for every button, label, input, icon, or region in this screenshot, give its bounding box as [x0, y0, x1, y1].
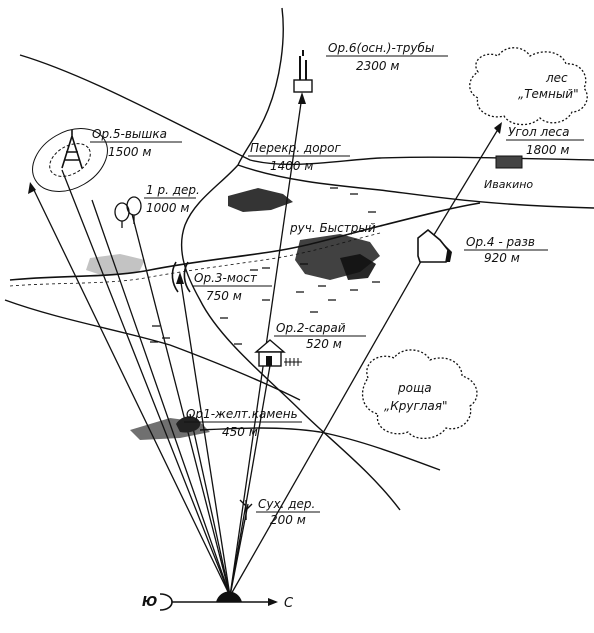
dry-tree-symbol [239, 499, 253, 520]
ray-lm5-b [61, 169, 231, 597]
south-bracket [159, 593, 173, 611]
arrow-lm5 [28, 182, 36, 194]
tree-symbol [114, 196, 142, 228]
compass-north: С [284, 596, 294, 611]
tower-symbol [32, 128, 108, 192]
village-ivakino: Ивакино [484, 155, 533, 191]
lm1-name: Ор1-желт.камень [186, 407, 298, 421]
arrow-lm6 [298, 92, 306, 104]
sighting-rays [31, 95, 501, 597]
forest-label-1: лес [545, 71, 568, 85]
ray-lm3 [179, 275, 231, 597]
stream-label: руч. Быстрый [289, 221, 376, 235]
ruins-shade [440, 240, 452, 262]
ray-lm5 [31, 185, 231, 597]
stream-line [9, 202, 481, 281]
stone-icon [176, 416, 201, 433]
lm6-name: Ор.6(осн.)-трубы [328, 41, 434, 55]
tower-icon [61, 130, 83, 169]
lower-road [199, 427, 441, 471]
lm5-name: Ор.5-вышка [92, 127, 167, 141]
village-label: Ивакино [484, 178, 533, 191]
ridge-line [19, 54, 594, 166]
road-east [237, 164, 594, 209]
barn-door [266, 356, 272, 366]
arrow-lm3 [176, 272, 184, 284]
marsh-dash-marks [150, 187, 380, 345]
barn-symbol [254, 339, 302, 367]
ray-lm2 [229, 353, 273, 597]
ruins-symbol [417, 228, 452, 263]
grove-label-2: „Круглая" [384, 399, 448, 413]
tree-dist: 1000 м [146, 201, 189, 215]
forest-corner-dist: 1800 м [526, 143, 569, 157]
ruins-icon [417, 228, 449, 263]
tower-circle-outer [32, 128, 108, 192]
tower-circle-inner [49, 143, 91, 177]
grove-kruglaya: роща „Круглая" [361, 349, 478, 439]
lm4-name: Ор.4 - разв [466, 235, 535, 249]
ray-tree [91, 199, 231, 597]
lm2-name: Ор.2-сарай [276, 321, 346, 335]
tree-trunks [121, 215, 135, 228]
ray-dry-tree [229, 503, 249, 597]
lm3-name: Ор.3-мост [194, 271, 258, 285]
landmark-labels: Ор.6(осн.)-трубы 2300 м Ор.5-вышка 1500 … [90, 41, 584, 527]
dry-tree-icon [239, 499, 253, 520]
lm2-dist: 520 м [306, 337, 342, 351]
village-symbol [495, 155, 523, 169]
ray-lm4 [229, 241, 433, 597]
marsh-patches [86, 188, 380, 440]
pipes-base [293, 79, 313, 93]
lm1-dist: 450 м [222, 425, 258, 439]
tree-crown-2 [126, 196, 142, 216]
stone-symbol [176, 416, 201, 433]
lm3-dist: 750 м [206, 289, 242, 303]
forest-label-2: „Темный" [518, 87, 579, 101]
ray-lm1 [189, 413, 231, 597]
observer-mound [216, 591, 242, 602]
light-marsh-1 [86, 254, 145, 276]
ray-tree-b [131, 213, 231, 597]
compass-south: Ю [142, 595, 157, 610]
grove-label-1: роща [397, 381, 432, 395]
bridge-symbol [171, 261, 191, 293]
field-boundary [4, 299, 301, 401]
north-arrowhead [268, 598, 278, 606]
terrain-lines [4, 7, 594, 511]
barn-roof [254, 339, 286, 353]
compass: Ю С [142, 593, 294, 611]
pipes-symbol [293, 50, 313, 93]
dark-marsh-3 [340, 254, 376, 280]
barn-fence [284, 358, 302, 366]
crossroads-dist: 1400 м [270, 159, 313, 173]
lm4-dist: 920 м [484, 251, 520, 265]
dark-marsh-1 [228, 188, 293, 212]
dry-tree-name: Сух. дер. [258, 497, 315, 511]
marsh-dashes [150, 187, 380, 345]
bridge-icon [171, 261, 191, 293]
crossroads-name: Перекр. дорог [250, 141, 341, 155]
dry-tree-dist: 200 м [270, 513, 306, 527]
forest-temny: лес „Темный" [469, 47, 588, 126]
observation-point [216, 591, 242, 602]
arrow-forest [494, 122, 502, 134]
pipes-icon [299, 50, 307, 80]
lm6-dist: 2300 м [356, 59, 399, 73]
grove-outline [361, 349, 478, 439]
tree-name: 1 р. дер. [146, 183, 200, 197]
lm5-dist: 1500 м [108, 145, 151, 159]
forest-corner-name: Угол леса [508, 125, 569, 139]
road-north [180, 7, 401, 511]
